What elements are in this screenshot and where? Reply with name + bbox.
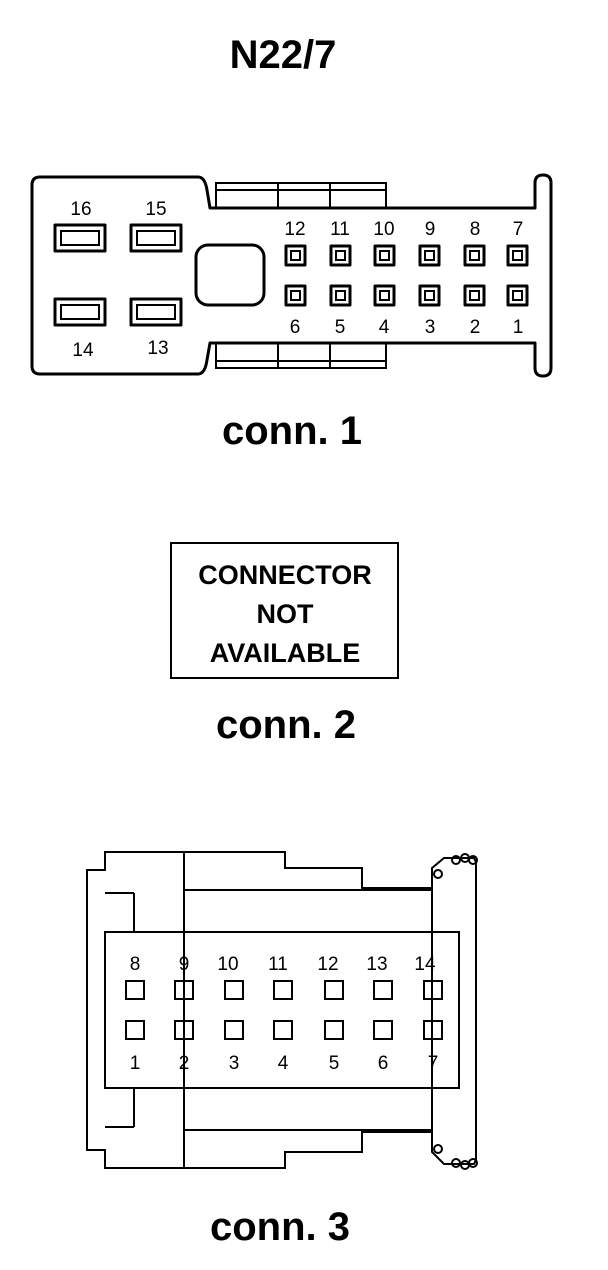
connector-1-pin xyxy=(506,284,529,307)
pin-number: 11 xyxy=(268,954,288,975)
pin-number: 3 xyxy=(229,1053,240,1074)
connector-1-large-pin xyxy=(129,297,183,327)
connector-3-pin xyxy=(373,1020,393,1040)
connector-1-housing xyxy=(30,173,553,378)
pin-number: 10 xyxy=(217,954,238,975)
connector-1-pin xyxy=(329,244,352,267)
connector-3-pin xyxy=(224,980,244,1000)
connector-3-pin xyxy=(324,1020,344,1040)
pin-number: 1 xyxy=(513,317,524,338)
connector-1-coding-key xyxy=(194,243,266,307)
connector-3-pin xyxy=(423,980,443,1000)
pin-number: 15 xyxy=(145,199,166,220)
connector-1-pin xyxy=(373,244,396,267)
pin-number: 10 xyxy=(373,219,394,240)
pin-number: 9 xyxy=(179,954,190,975)
connector-3-pin xyxy=(174,980,194,1000)
connector-1-large-pin xyxy=(129,223,183,253)
connector-3-pin xyxy=(324,980,344,1000)
connector-3: 8 9 10 11 12 13 14 1 2 3 4 5 6 7 conn. 3 xyxy=(86,851,478,1249)
pin-number: 4 xyxy=(379,317,390,338)
connector-1-pin xyxy=(284,244,307,267)
connector-1-top-latch xyxy=(215,182,387,209)
connector-2: CONNECTOR NOT AVAILABLE conn. 2 xyxy=(170,542,399,747)
connector-2-note-line: NOT xyxy=(257,599,315,629)
connector-2-note-line: AVAILABLE xyxy=(210,638,361,668)
connector-1-label: conn. 1 xyxy=(222,409,362,453)
connector-1: 16 15 14 13 12 11 10 9 8 7 6 5 4 3 2 1 c… xyxy=(30,173,553,453)
pin-number: 12 xyxy=(284,219,305,240)
connector-1-pin xyxy=(463,284,486,307)
connector-1-pin xyxy=(463,244,486,267)
connector-2-placeholder-box xyxy=(170,542,399,679)
connector-2-note-line: CONNECTOR xyxy=(198,560,372,590)
pin-number: 9 xyxy=(425,219,436,240)
connector-3-flange xyxy=(431,857,477,1165)
connector-1-pin xyxy=(506,244,529,267)
pin-number: 8 xyxy=(130,954,141,975)
pin-number: 1 xyxy=(130,1053,141,1074)
pin-number: 2 xyxy=(179,1053,190,1074)
connector-3-pin xyxy=(125,1020,145,1040)
pin-number: 16 xyxy=(70,199,91,220)
connector-1-large-pin xyxy=(53,223,107,253)
connector-3-pin xyxy=(125,980,145,1000)
connector-1-pin xyxy=(418,284,441,307)
pin-number: 14 xyxy=(72,340,94,361)
pin-number: 12 xyxy=(317,954,338,975)
pin-number: 7 xyxy=(513,219,524,240)
pin-number: 3 xyxy=(425,317,436,338)
connector-1-bottom-latch xyxy=(215,342,387,369)
diagram-title: N22/7 xyxy=(230,33,337,77)
connector-3-pin xyxy=(174,1020,194,1040)
pin-number: 2 xyxy=(470,317,481,338)
pin-number: 5 xyxy=(335,317,346,338)
pin-number: 6 xyxy=(378,1053,389,1074)
connector-1-pin xyxy=(329,284,352,307)
connector-3-label: conn. 3 xyxy=(210,1205,350,1249)
connector-1-pin xyxy=(284,284,307,307)
connector-1-large-pin xyxy=(53,297,107,327)
pin-number: 5 xyxy=(329,1053,340,1074)
connector-3-housing xyxy=(86,851,185,1169)
pin-number: 6 xyxy=(290,317,301,338)
connector-3-pin xyxy=(373,980,393,1000)
pin-number: 8 xyxy=(470,219,481,240)
pin-number: 4 xyxy=(278,1053,289,1074)
connector-2-label: conn. 2 xyxy=(216,703,356,747)
pin-number: 11 xyxy=(330,219,350,240)
connector-3-pin xyxy=(273,980,293,1000)
pin-number: 13 xyxy=(147,338,168,359)
connector-3-pin xyxy=(224,1020,244,1040)
pin-number: 14 xyxy=(414,954,436,975)
connector-3-pin-face xyxy=(104,931,460,1089)
connector-1-pin xyxy=(373,284,396,307)
connector-3-pin xyxy=(423,1020,443,1040)
pin-number: 13 xyxy=(366,954,387,975)
pin-number: 7 xyxy=(428,1053,439,1074)
connector-1-pin xyxy=(418,244,441,267)
connector-3-pin xyxy=(273,1020,293,1040)
